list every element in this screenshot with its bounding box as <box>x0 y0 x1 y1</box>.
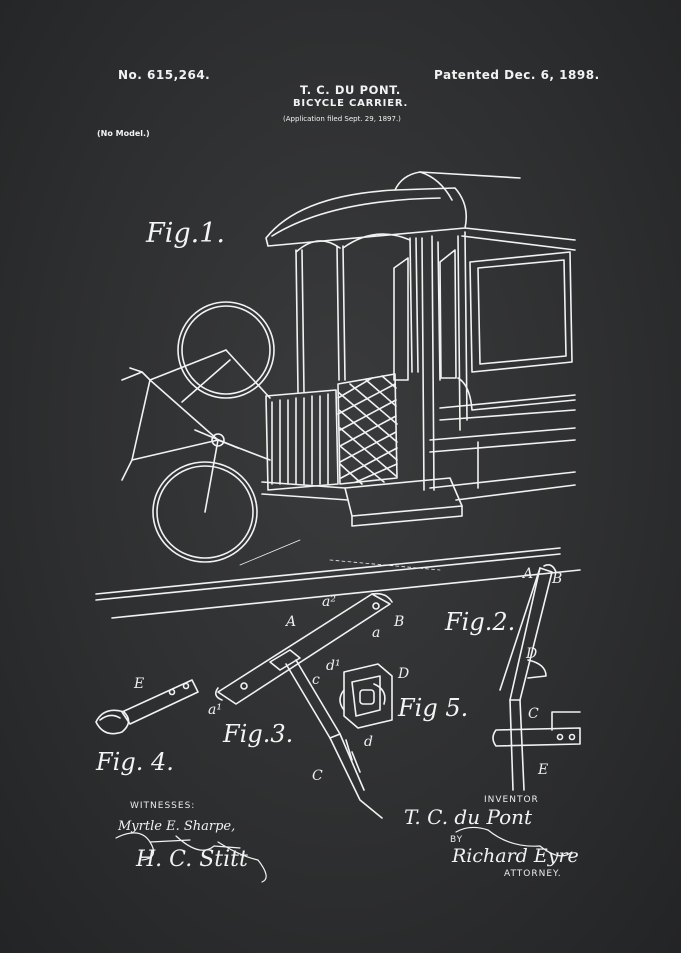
fig3-bracket-drawing <box>214 592 393 819</box>
fig4-clamp-drawing <box>95 679 199 735</box>
witnesses-label: WITNESSES: <box>130 801 195 811</box>
part-label-a-fig3: a <box>372 625 380 641</box>
part-label-a2-top: a² <box>322 594 336 610</box>
part-label-d1-fig5: d¹ <box>326 658 341 674</box>
witness-2-signature: H. C. Stitt <box>135 847 248 872</box>
fig1-bicycle-drawing <box>121 301 275 563</box>
invention-title: BICYCLE CARRIER. <box>293 98 409 109</box>
part-label-D-fig2: D <box>525 646 537 662</box>
fig4-label: Fig. 4. <box>95 748 174 776</box>
witness-1-signature: Myrtle E. Sharpe, <box>117 819 235 834</box>
part-label-B-fig3: B <box>393 614 404 630</box>
inventor-label: INVENTOR <box>484 795 539 805</box>
witness-signature-stroke <box>115 832 267 883</box>
fig2-label: Fig.2. <box>444 608 515 636</box>
fig5-clip-drawing <box>339 663 393 729</box>
part-label-E-fig4: E <box>133 676 144 692</box>
part-label-a1-fig3: a¹ <box>208 702 222 718</box>
attorney-signature: Richard Eyre <box>451 845 579 867</box>
part-label-d-fig5: d <box>364 734 373 750</box>
part-label-A-fig2: A <box>521 566 533 582</box>
attorney-label: ATTORNEY. <box>504 869 562 879</box>
fig1-streetcar-drawing <box>95 171 581 619</box>
patent-date: Patented Dec. 6, 1898. <box>434 68 600 82</box>
by-label: BY <box>450 835 463 845</box>
fig2-sideview-drawing <box>492 564 581 791</box>
part-label-C-fig2: C <box>528 706 539 722</box>
application-note: (Application filed Sept. 29, 1897.) <box>283 115 401 123</box>
model-note: (No Model.) <box>97 129 150 138</box>
fig3-label: Fig.3. <box>222 720 293 748</box>
fig1-label: Fig.1. <box>145 218 225 249</box>
attorney-signature-stroke <box>455 826 573 857</box>
part-label-B-fig2: B <box>551 571 562 587</box>
part-label-D-fig5: D <box>397 666 409 682</box>
part-label-c-fig3: c <box>312 672 320 688</box>
part-label-A-fig3: A <box>284 614 296 630</box>
part-label-E-fig2: E <box>537 762 548 778</box>
part-label-C-fig3: C <box>312 768 323 784</box>
patent-number: No. 615,264. <box>118 68 211 82</box>
fig5-label: Fig 5. <box>397 694 468 722</box>
inventor-signature: T. C. du Pont <box>404 805 533 829</box>
inventor-name: T. C. DU PONT. <box>300 83 401 97</box>
